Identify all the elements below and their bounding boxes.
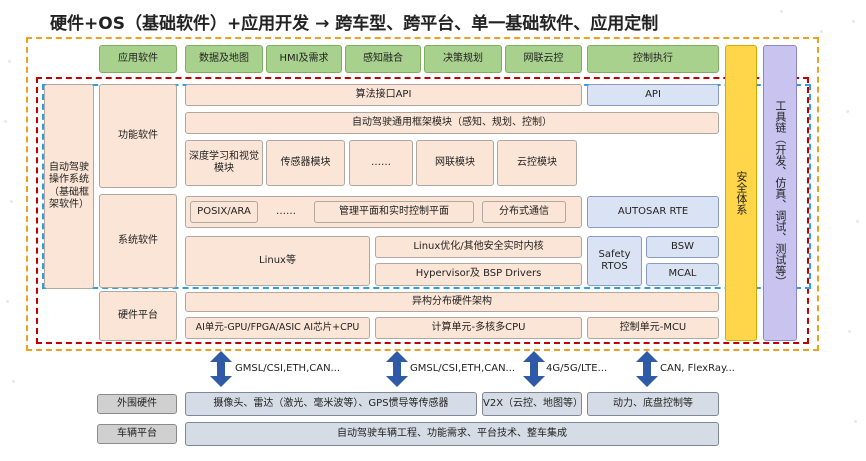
ext-sensors: 摄像头、雷达（激光、毫米波等）、GPS惯导等传感器 — [185, 392, 477, 416]
compute-unit: 计算单元-多核多CPU — [375, 317, 582, 339]
control-unit: 控制单元-MCU — [587, 317, 719, 339]
safety-system: 安全体系 — [725, 45, 757, 341]
updown-arrow-icon — [523, 351, 545, 387]
middleware-ellipsis: …… — [276, 205, 296, 217]
page-title: 硬件+OS（基础软件）+应用开发 → 跨车型、跨平台、单一基础软件、应用定制 — [50, 14, 659, 34]
linux-optimized: Linux优化/其他安全实时内核 — [375, 236, 582, 258]
framework-module: 自动驾驶通用框架模块（感知、规划、控制） — [185, 112, 719, 134]
algo-api: 算法接口API — [185, 84, 582, 106]
app-v2x: 网联云控 — [505, 45, 582, 73]
app-perception: 感知融合 — [345, 45, 421, 73]
ext-v2x: V2X（云控、地图等） — [482, 392, 583, 416]
ai-unit: AI单元-GPU/FPGA/ASIC AI芯片+CPU — [185, 317, 370, 339]
updown-arrow-icon — [210, 351, 232, 387]
platform-frame — [36, 77, 809, 344]
updown-arrow-icon — [636, 351, 658, 387]
toolchain: 工具链（开发、仿真、调试、测试等） — [763, 45, 797, 341]
hypervisor-bsp: Hypervisor及 BSP Drivers — [375, 263, 582, 286]
management-plane: 管理平面和实时控制平面 — [314, 201, 474, 223]
mcal-box: MCAL — [646, 263, 719, 286]
api-box: API — [587, 84, 719, 106]
hardware-os-frame — [26, 37, 819, 351]
row-label-ext: 外围硬件 — [97, 394, 177, 414]
interface-label-1: GMSL/CSI,ETH,CAN... — [235, 363, 341, 374]
updown-arrow-icon — [386, 351, 408, 387]
safety-rtos: Safety RTOS — [587, 236, 642, 286]
autosar-rte: AUTOSAR RTE — [587, 196, 719, 228]
middleware-row: POSIX/ARA …… 管理平面和实时控制平面 分布式通信 — [185, 196, 582, 228]
distributed-comm: 分布式通信 — [482, 201, 566, 223]
ext-power-chassis: 动力、底盘控制等 — [587, 392, 719, 416]
interface-label-4: CAN, FlexRay... — [660, 363, 735, 374]
module-dl-vision: 深度学习和视觉模块 — [185, 140, 263, 186]
row-label-func: 功能软件 — [99, 84, 177, 188]
module-network: 网联模块 — [416, 140, 494, 186]
adsos-label: 自动驾驶操作系统（基础框架软件） — [44, 84, 94, 289]
app-data-map: 数据及地图 — [185, 45, 263, 73]
row-label-vehicle: 车辆平台 — [97, 424, 177, 444]
app-hmi: HMI及需求 — [266, 45, 342, 73]
bsw-box: BSW — [646, 236, 719, 258]
app-planning: 决策规划 — [424, 45, 502, 73]
app-control: 控制执行 — [587, 45, 719, 73]
row-label-sys: 系统软件 — [99, 194, 177, 288]
module-ellipsis: …… — [349, 140, 413, 186]
module-sensor: 传感器模块 — [266, 140, 345, 186]
row-label-app: 应用软件 — [99, 45, 177, 73]
module-cloud: 云控模块 — [497, 140, 577, 186]
row-label-hw: 硬件平台 — [99, 291, 177, 341]
interface-label-3: 4G/5G/LTE... — [546, 363, 608, 374]
vehicle-platform: 自动驾驶车辆工程、功能需求、平台技术、整车集成 — [185, 422, 719, 446]
interface-label-2: GMSL/CSI,ETH,CAN... — [410, 363, 516, 374]
posix-ara: POSIX/ARA — [190, 201, 258, 223]
heterogeneous-hw: 异构分布硬件架构 — [185, 292, 719, 312]
linux-box: Linux等 — [185, 236, 370, 286]
